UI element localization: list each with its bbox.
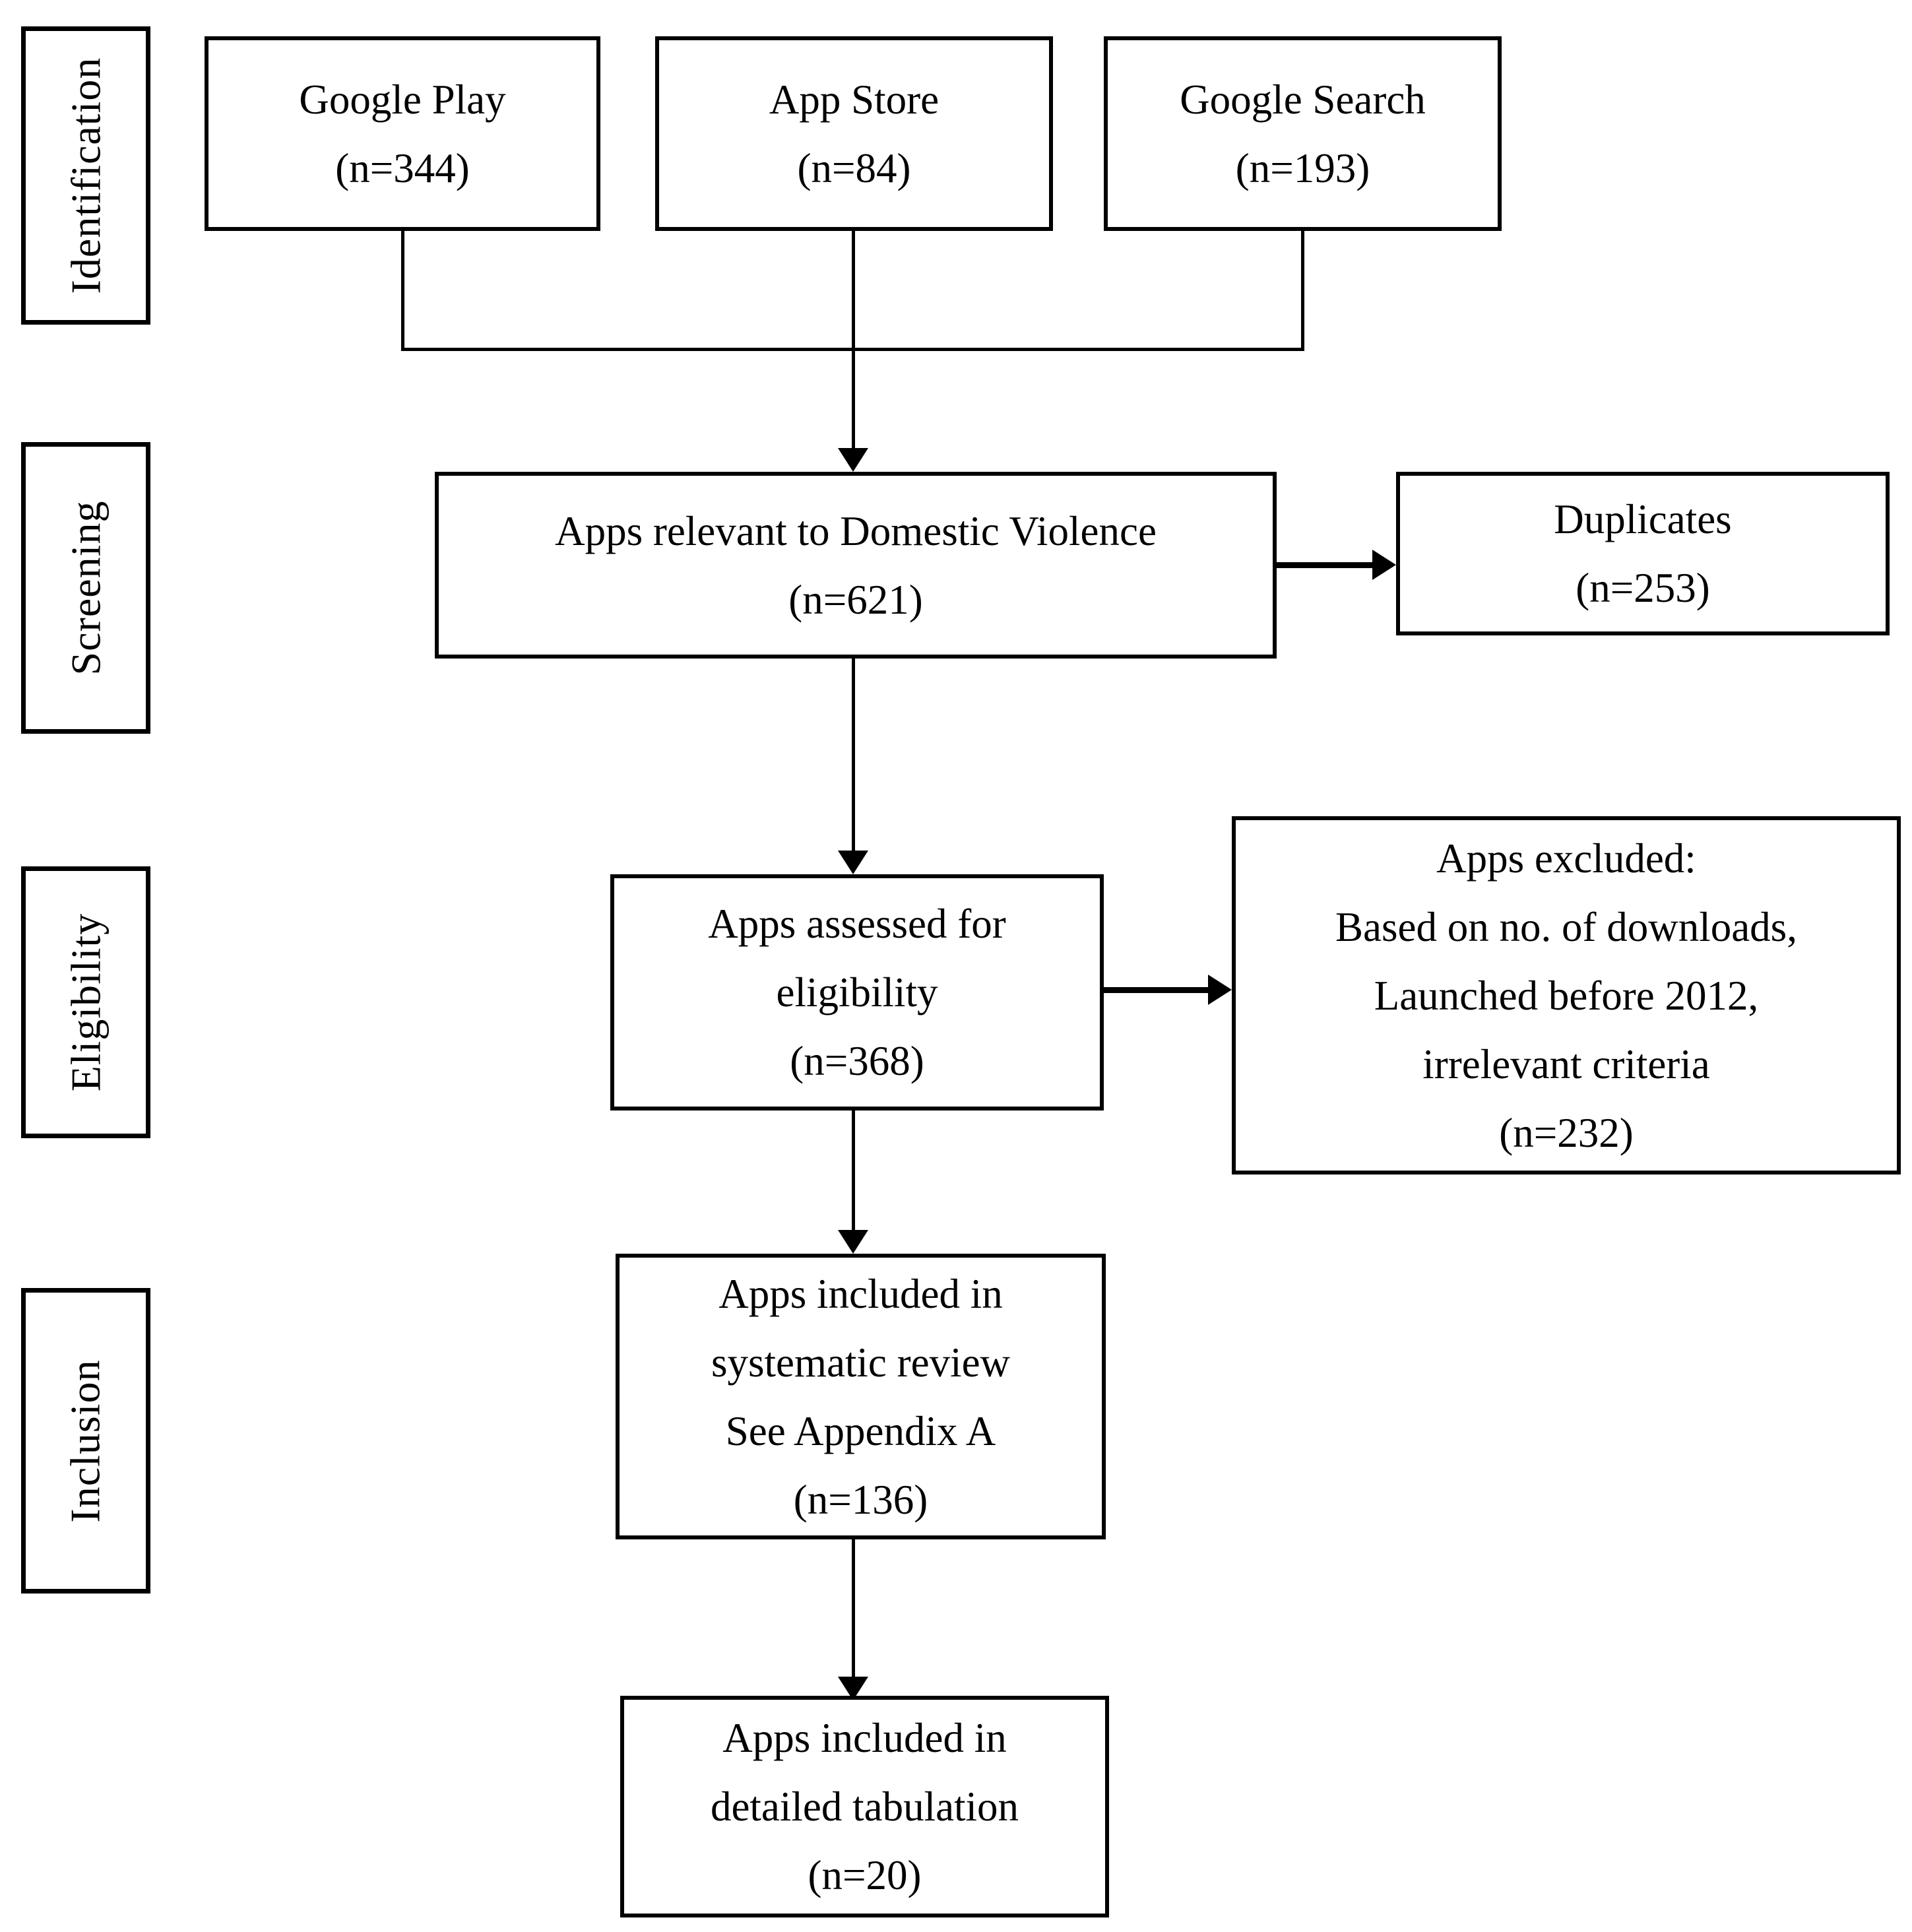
flow-box-systematic-review: Apps included in systematic review See A… [616,1254,1106,1539]
flow-box-assessed: Apps assessed for eligibility (n=368) [610,874,1104,1111]
flow-box-count: (n=368) [790,1038,924,1084]
stage-box-eligibility: Eligibility [21,866,150,1138]
flow-box-text: Apps included in [722,1715,1007,1761]
flow-box-text: Apps assessed for [708,901,1006,947]
stage-label-eligibility: Eligibility [62,913,109,1092]
connector-stub-app-store [852,231,855,350]
stage-box-inclusion: Inclusion [21,1288,150,1594]
arrowhead-down-into-relevant [838,448,868,472]
arrowhead-right-into-duplicates [1372,550,1396,580]
flow-box-text: systematic review [711,1339,1011,1386]
flow-box-count: (n=20) [808,1852,922,1898]
connector-stub-google-play [401,231,404,350]
flow-box-text: Apps included in [718,1270,1003,1317]
source-box-app-store: App Store (n=84) [655,36,1053,231]
arrowhead-down-into-systematic [838,1230,868,1254]
flow-box-text: See Appendix A [725,1407,996,1454]
flow-box-text: irrelevant criteria [1422,1041,1710,1087]
flow-box-text: eligibility [776,969,938,1015]
source-count: (n=193) [1235,145,1370,191]
source-count: (n=344) [335,145,470,191]
stage-label-inclusion: Inclusion [62,1359,109,1523]
flow-box-count: (n=253) [1576,565,1710,611]
flow-box-duplicates: Duplicates (n=253) [1396,472,1890,635]
stage-label-identification: Identification [62,57,109,294]
arrowhead-down-into-assessed [838,851,868,874]
connector-relevant-to-duplicates [1277,562,1376,568]
connector-stub-google-search [1301,231,1304,350]
flow-box-count: (n=232) [1499,1109,1634,1156]
flow-box-detailed-tabulation: Apps included in detailed tabulation (n=… [620,1696,1109,1917]
source-box-google-play: Google Play (n=344) [205,36,600,231]
flow-box-text: Launched before 2012, [1374,972,1759,1019]
source-title: Google Search [1180,76,1426,123]
flow-box-text: Apps excluded: [1436,835,1696,882]
flow-box-count: (n=136) [793,1476,928,1523]
connector-relevant-to-assessed [852,658,855,852]
flow-box-text: Apps relevant to Domestic Violence [555,507,1157,554]
stage-box-screening: Screening [21,442,150,734]
flow-box-relevant: Apps relevant to Domestic Violence (n=62… [435,472,1277,659]
flow-box-text: detailed tabulation [710,1784,1019,1830]
flow-box-count: (n=621) [788,576,923,623]
stage-box-identification: Identification [21,26,150,325]
source-title: Google Play [299,76,506,123]
stage-label-screening: Screening [62,500,109,676]
flow-box-text: Duplicates [1554,496,1732,542]
connector-assessed-to-excluded [1104,987,1211,993]
connector-assessed-to-systematic [852,1111,855,1231]
source-box-google-search: Google Search (n=193) [1104,36,1502,231]
arrowhead-right-into-excluded [1208,975,1232,1005]
flow-box-excluded: Apps excluded: Based on no. of downloads… [1232,816,1901,1175]
connector-systematic-to-tabulation [852,1539,855,1678]
connector-merge-to-relevant [852,348,855,451]
flow-box-text: Based on no. of downloads, [1335,903,1797,950]
source-count: (n=84) [797,145,911,191]
source-title: App Store [769,76,940,123]
